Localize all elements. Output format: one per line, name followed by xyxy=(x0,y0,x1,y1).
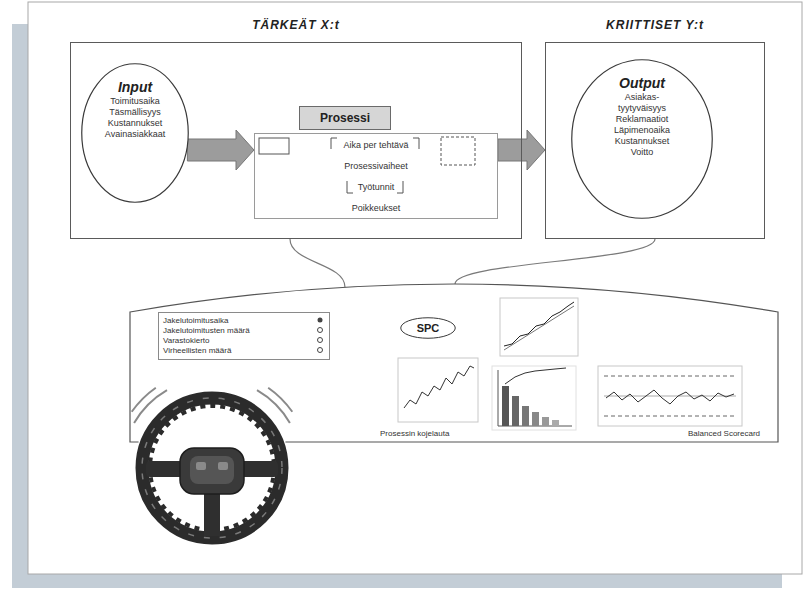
status-dot xyxy=(318,348,323,353)
ellipse-text: Täsmällisyys xyxy=(109,107,161,118)
status-dot xyxy=(318,338,323,343)
step-box xyxy=(259,138,289,154)
control-limit xyxy=(604,376,736,377)
ellipse-shape xyxy=(572,60,713,219)
output-ellipse: OutputAsiakas-tyytyväisyysReklamaatiotLä… xyxy=(571,59,713,219)
ellipse-text: Asiakas-tyytyväisyys xyxy=(604,92,680,114)
ellipse-text: Läpimenoaika xyxy=(614,125,670,136)
ellipse-text: Kustannukset xyxy=(108,118,163,129)
process-tab: Prosessi xyxy=(299,106,391,130)
node-content: OutputAsiakas-tyytyväisyysReklamaatiotLä… xyxy=(571,59,713,158)
connector-line xyxy=(290,239,345,287)
indicator-name: Jakelutoimitusten määrä xyxy=(163,326,325,336)
status-dot xyxy=(318,318,323,323)
process-metric: Poikkeukset xyxy=(352,203,401,214)
hub-center xyxy=(190,456,234,484)
dashboard-panel: Prosessin kojelauta Balanced Scorecard Jak… xyxy=(130,284,778,442)
dashboard-caption: Prosessin kojelauta xyxy=(380,429,449,439)
chart-frame xyxy=(492,366,576,430)
process-title: Prosessi xyxy=(320,111,370,125)
chart-bar xyxy=(522,406,529,426)
dashboard-caption: Balanced Scorecard xyxy=(688,429,760,439)
chart-axis xyxy=(498,370,572,426)
indicator-name: Virheellisten määrä xyxy=(163,346,325,356)
process-decoration xyxy=(259,137,475,193)
pareto-chart xyxy=(492,366,576,430)
process-area: Aika per tehtäväProsessivaiheetTyötunnit… xyxy=(254,133,498,219)
node-content: InputToimitusaikaTäsmällisyysKustannukse… xyxy=(81,63,189,140)
step-box-dashed xyxy=(441,137,475,165)
process-metric: Prosessivaiheet xyxy=(344,161,408,172)
ellipse-text: Toimitusaika xyxy=(110,96,160,107)
indicator-list: JakelutoimitusaikaJakelutoimitusten määr… xyxy=(158,312,330,360)
indicator-markers xyxy=(318,318,323,353)
node-content: SPC xyxy=(400,317,456,339)
ellipse-text: Avainasiakkaat xyxy=(105,129,165,140)
input-factors-panel: TÄRKEÄT X:tInputToimitusaikaTäsmällisyys… xyxy=(70,42,522,239)
hub-button xyxy=(196,462,206,470)
ellipse-shape xyxy=(82,64,189,203)
block-arrow xyxy=(187,130,254,170)
chart-bar xyxy=(542,417,549,426)
spc-label: SPC xyxy=(417,322,440,335)
chart-line xyxy=(404,366,474,408)
dashboard-shape xyxy=(130,284,778,442)
ellipse-text: Voitto xyxy=(631,147,654,158)
chart-line xyxy=(505,368,566,384)
rim-highlight xyxy=(142,398,282,538)
ellipse-text: Kustannukset xyxy=(615,136,670,147)
chart-frame xyxy=(398,358,478,422)
ellipse-text: Output xyxy=(619,75,665,92)
bracket xyxy=(347,181,403,193)
chart-line xyxy=(606,390,734,404)
steering-wheel xyxy=(132,388,293,538)
wheel-hub xyxy=(180,448,244,494)
control-chart xyxy=(598,366,742,426)
ellipse-shape xyxy=(401,318,456,339)
hub-button xyxy=(218,462,228,470)
chart-bar xyxy=(502,386,509,426)
chart-frame xyxy=(598,366,742,426)
status-dot xyxy=(318,328,323,333)
chart-line xyxy=(504,302,574,346)
dashboard-outline xyxy=(130,284,778,442)
ellipse-text: Input xyxy=(118,79,152,96)
chart-frame xyxy=(500,298,578,356)
chart-bar xyxy=(532,412,539,426)
panel-heading: TÄRKEÄT X:t xyxy=(71,18,521,33)
indicator-name: Varastokierto xyxy=(163,336,325,346)
spc-ellipse: SPC xyxy=(400,317,456,339)
chart-bar xyxy=(552,420,559,426)
connector-line xyxy=(455,239,655,284)
node-content: Aika per tehtäväProsessivaiheetTyötunnit… xyxy=(255,134,497,218)
indicator-name: Jakelutoimitusaika xyxy=(163,316,325,326)
process-metric: Työtunnit xyxy=(358,182,395,193)
input-ellipse: InputToimitusaikaTäsmällisyysKustannukse… xyxy=(81,63,189,203)
node-content: Prosessi xyxy=(300,107,390,129)
white-card xyxy=(28,2,802,574)
panel-heading: KRIITTISET Y:t xyxy=(546,18,764,33)
chart-bar xyxy=(512,396,519,426)
growth-chart xyxy=(500,298,578,356)
node-content: JakelutoimitusaikaJakelutoimitusten määr… xyxy=(159,313,329,359)
process-metric: Aika per tehtävä xyxy=(343,140,408,151)
output-panel: KRIITTISET Y:tOutputAsiakas-tyytyväisyys… xyxy=(545,42,765,239)
control-limit xyxy=(604,416,736,417)
trend-chart xyxy=(398,358,478,422)
ellipse-text: Reklamaatiot xyxy=(616,114,669,125)
chart-line xyxy=(504,306,574,350)
wheel-rim xyxy=(142,398,282,538)
center-line xyxy=(604,396,736,397)
